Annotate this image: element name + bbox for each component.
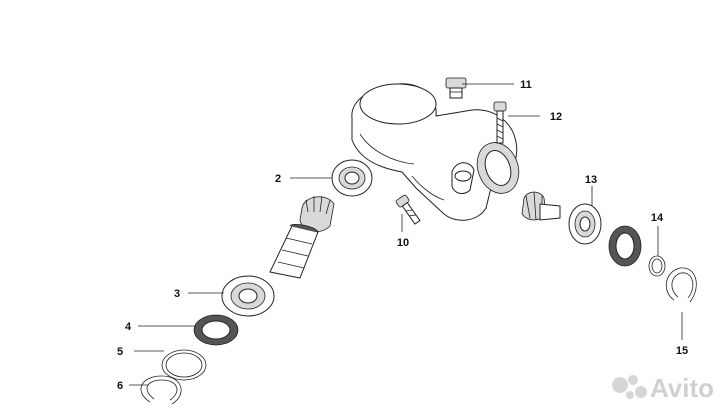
callout-2: 2 <box>275 173 281 185</box>
callout-3: 3 <box>174 288 180 300</box>
callout-6: 6 <box>117 380 123 392</box>
circlip-part-6 <box>140 375 182 405</box>
ring-part-14 <box>648 255 666 277</box>
callout-13: 13 <box>585 174 597 186</box>
bolt-part-12 <box>493 101 507 144</box>
callout-15: 15 <box>676 345 688 357</box>
callout-11: 11 <box>520 79 532 91</box>
callout-12: 12 <box>550 111 562 123</box>
bearing-part-3 <box>221 275 275 317</box>
seal-part-4 <box>193 314 239 346</box>
callout-5: 5 <box>117 346 123 358</box>
callout-10: 10 <box>397 237 409 249</box>
callout-4: 4 <box>125 321 132 333</box>
screw-part-10 <box>395 194 421 225</box>
seal-ring-right <box>608 225 642 267</box>
pinion-gear <box>521 191 561 221</box>
plug-screw-part-11 <box>445 77 467 99</box>
bevel-gear-shaft <box>269 195 335 279</box>
watermark-text: Avito <box>650 373 714 403</box>
avito-dots-icon <box>612 375 647 399</box>
callout-14: 14 <box>651 212 664 224</box>
gear-housing <box>351 83 520 221</box>
leader-lines <box>129 83 683 386</box>
bearing-part-2 <box>331 159 373 197</box>
bearing-part-13 <box>568 203 602 245</box>
circlip-part-15 <box>666 267 697 303</box>
callout-labels: 2 3 4 5 6 10 11 12 13 14 15 <box>117 79 688 392</box>
avito-watermark: Avito <box>612 373 714 403</box>
retaining-ring-part-5 <box>161 349 207 381</box>
